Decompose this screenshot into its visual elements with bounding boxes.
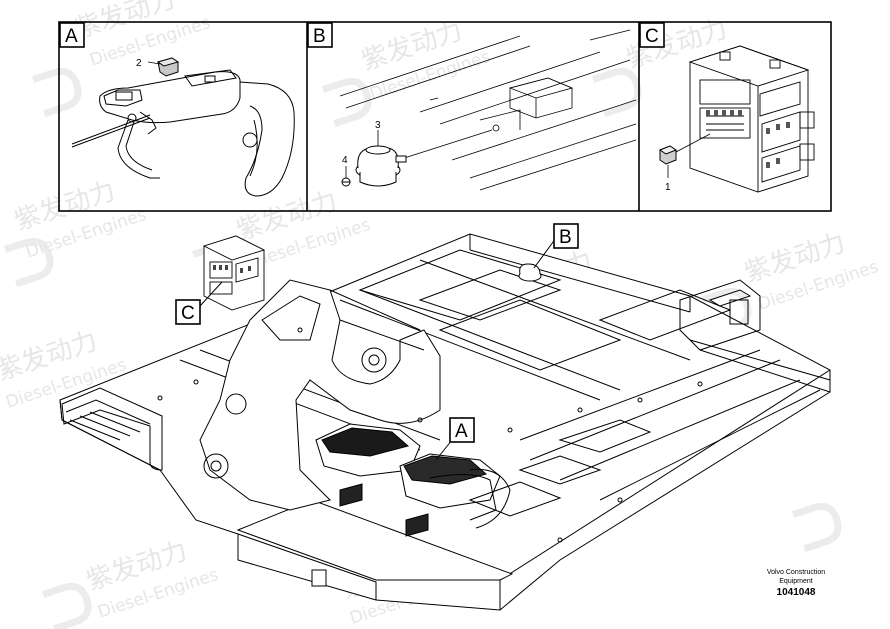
panel-a: A 2 (59, 22, 295, 197)
armrest-console-drawing (71, 69, 295, 197)
label-c: C (181, 303, 195, 324)
main-fuse-box (202, 235, 266, 311)
callout-leader (675, 133, 711, 153)
main-label-b: B (533, 223, 579, 269)
callout-2: 2 (136, 58, 142, 69)
callout-leader (147, 61, 161, 65)
callout-1: 1 (665, 182, 671, 193)
label-b: B (559, 227, 572, 248)
panel-a-label: A (65, 26, 78, 47)
fuse-box-detail-fill (706, 110, 790, 168)
main-label-a: A (435, 417, 475, 461)
frame-section-drawing (339, 29, 637, 191)
panel-c-label-box (639, 22, 665, 48)
label-a: A (455, 421, 468, 442)
part-1-relay (658, 145, 678, 165)
upper-frame-drawing (59, 233, 831, 611)
watermark-logo-icon (32, 67, 82, 118)
cable (397, 129, 493, 161)
detail-frame (58, 21, 832, 212)
credit-line-2: Equipment (779, 578, 813, 585)
part-4-screw (341, 177, 351, 187)
panel-c: C (639, 22, 815, 193)
callout-3: 3 (375, 120, 381, 131)
watermark-logo-icon (792, 502, 842, 553)
credit-line-1: Volvo Construction (766, 569, 826, 576)
watermark-logo-icon (322, 77, 372, 128)
fuse-box-drawing (688, 45, 815, 193)
panel-b-label: B (313, 26, 326, 47)
panel-c-label: C (645, 26, 659, 47)
part-3-horn (355, 145, 407, 187)
watermark-logo-icon (4, 237, 54, 288)
part-2-switch (156, 57, 180, 77)
callout-4: 4 (342, 155, 348, 166)
watermark-logo-icon (592, 67, 642, 118)
main-horn (518, 263, 542, 282)
panel-b: B 3 (307, 22, 637, 191)
document-number: 1041048 (776, 587, 816, 598)
watermark-logo-icon (42, 582, 92, 629)
panel-a-label-box (59, 22, 85, 48)
detail-panels (58, 21, 832, 212)
main-label-c: C (175, 281, 223, 325)
main-fuse-box-detail (213, 265, 251, 273)
panel-b-label-box (307, 22, 333, 48)
